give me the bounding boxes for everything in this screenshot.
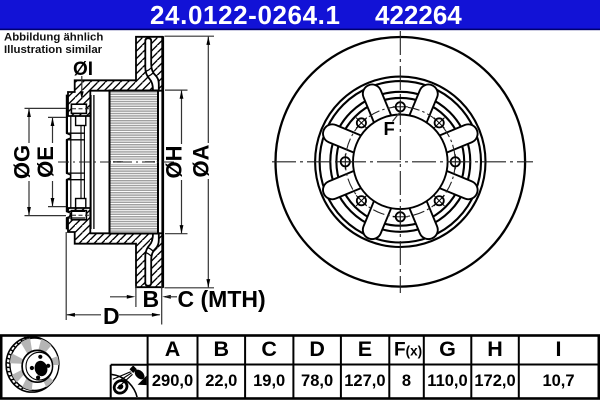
svg-text:290,0: 290,0 [152, 372, 193, 390]
svg-text:E: E [358, 337, 372, 361]
svg-text:F: F [384, 118, 395, 139]
svg-text:Abbildung ähnlich: Abbildung ähnlich [4, 32, 103, 44]
svg-text:C: C [261, 337, 277, 361]
svg-text:A: A [165, 337, 181, 361]
svg-text:422264: 422264 [375, 0, 462, 30]
svg-text:172,0: 172,0 [474, 372, 515, 390]
svg-text:8: 8 [402, 372, 411, 390]
svg-text:ØI: ØI [73, 59, 93, 80]
svg-text:ØE: ØE [33, 146, 58, 178]
svg-text:ØG: ØG [10, 145, 35, 179]
svg-text:Illustration similar: Illustration similar [4, 44, 103, 56]
svg-text:78,0: 78,0 [301, 372, 333, 390]
svg-text:110,0: 110,0 [427, 372, 467, 390]
svg-text:B: B [143, 286, 160, 312]
svg-text:F(x): F(x) [394, 340, 422, 361]
svg-text:ØH: ØH [162, 146, 187, 179]
svg-text:ØA: ØA [188, 144, 213, 177]
svg-text:I: I [556, 337, 562, 361]
svg-text:24.0122-0264.1: 24.0122-0264.1 [150, 0, 341, 30]
svg-text:G: G [439, 337, 456, 361]
svg-text:127,0: 127,0 [344, 372, 385, 390]
svg-text:D: D [103, 303, 120, 329]
svg-text:C (MTH): C (MTH) [178, 286, 266, 312]
svg-text:B: B [214, 337, 230, 361]
svg-text:22,0: 22,0 [205, 372, 237, 390]
svg-text:D: D [309, 337, 325, 361]
svg-text:H: H [487, 337, 503, 361]
svg-text:19,0: 19,0 [253, 372, 285, 390]
svg-text:10,7: 10,7 [542, 372, 574, 390]
